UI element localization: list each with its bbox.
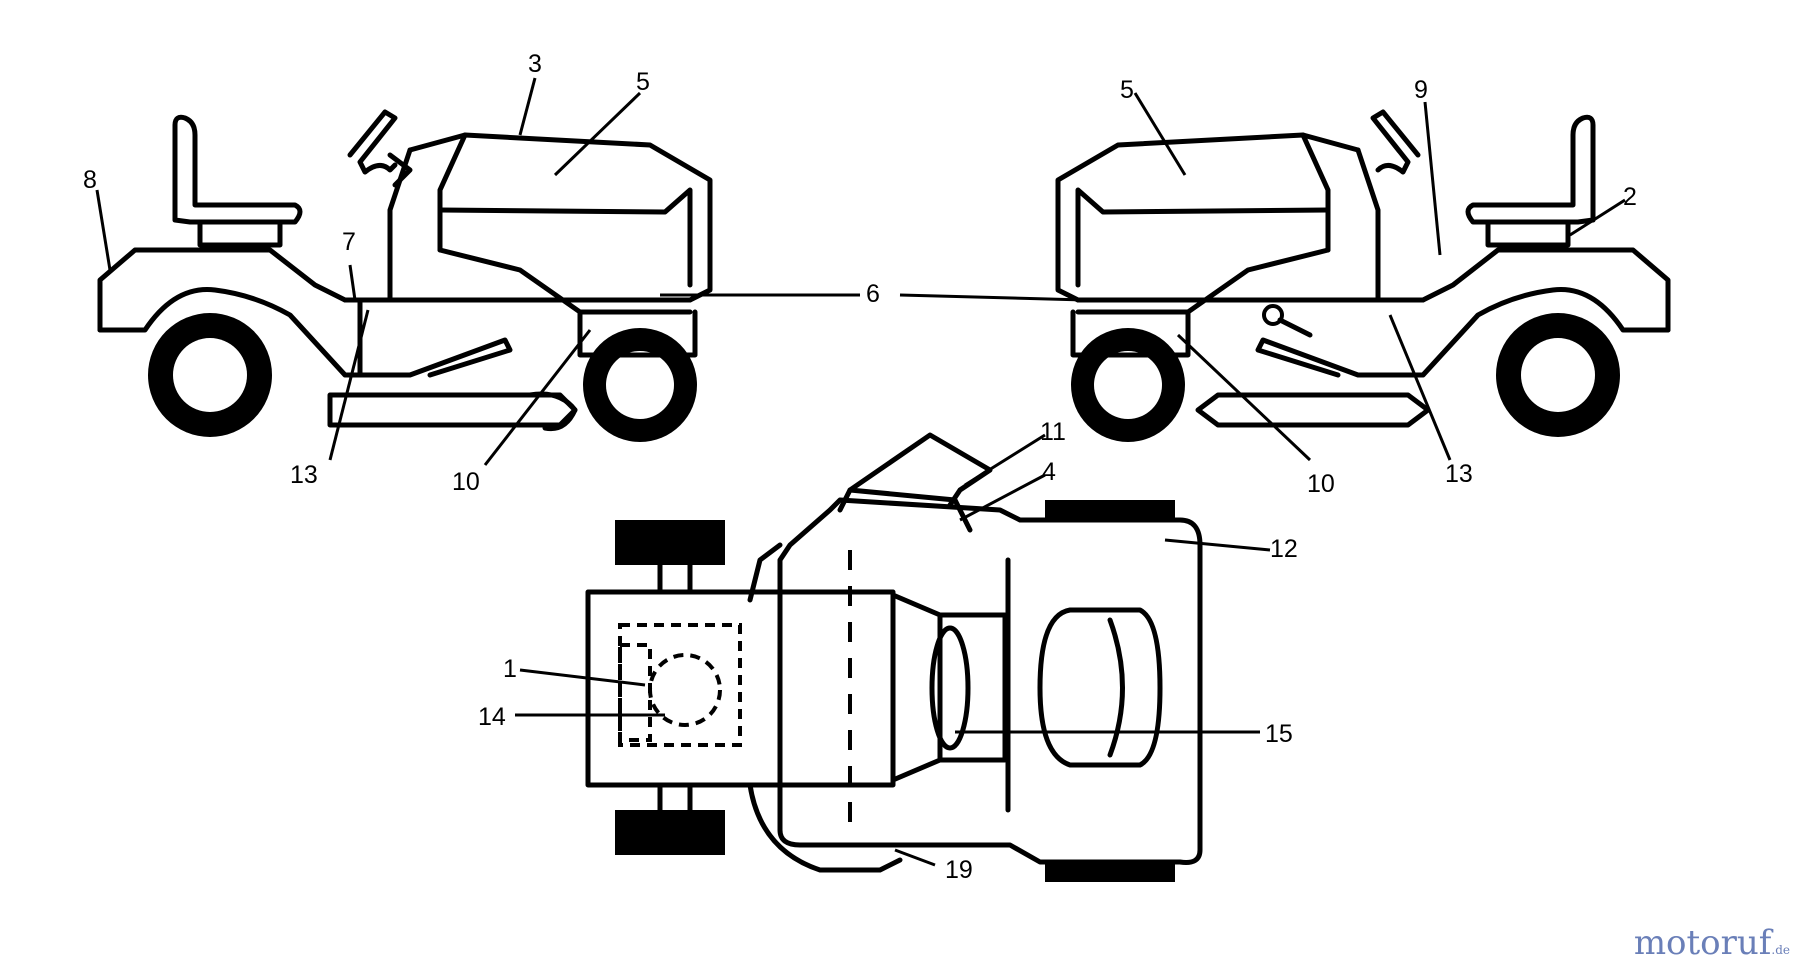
callout-10: 10 <box>452 468 480 496</box>
callout-labels: 8 7 3 5 6 13 10 5 9 2 10 13 11 4 12 1 14… <box>83 50 1637 884</box>
callout-10: 10 <box>1307 470 1335 498</box>
callout-3: 3 <box>528 50 542 78</box>
callout-7: 7 <box>342 228 356 256</box>
left-side-view <box>97 109 713 442</box>
callout-4: 4 <box>1042 458 1056 486</box>
callout-12: 12 <box>1270 535 1298 563</box>
callout-1: 1 <box>503 655 517 683</box>
callout-11: 11 <box>1040 418 1066 446</box>
callout-15: 15 <box>1265 720 1293 748</box>
watermark-brand: motoruf <box>1633 923 1772 963</box>
callout-5: 5 <box>636 68 650 96</box>
watermark-logo: motoruf.de <box>1634 923 1790 963</box>
right-side-view <box>1055 109 1671 442</box>
callout-6: 6 <box>866 280 880 308</box>
callout-13: 13 <box>1445 460 1473 488</box>
callout-5: 5 <box>1120 76 1134 104</box>
top-view <box>585 432 1203 882</box>
watermark-tld: .de <box>1771 943 1790 957</box>
callout-9: 9 <box>1414 76 1428 104</box>
leader-lines <box>95 77 1626 867</box>
callout-14: 14 <box>478 703 506 731</box>
callout-13: 13 <box>290 461 318 489</box>
callout-2: 2 <box>1623 183 1637 211</box>
callout-8: 8 <box>83 166 97 194</box>
callout-19: 19 <box>945 856 973 884</box>
